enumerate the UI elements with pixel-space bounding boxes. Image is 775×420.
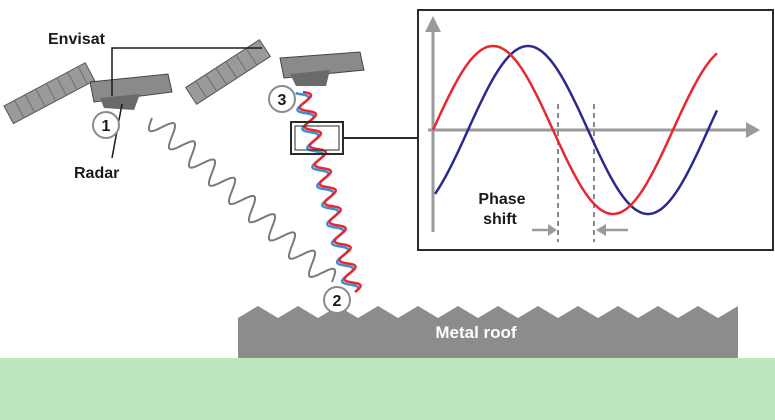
reflected-wave-blue <box>295 91 360 292</box>
phase-shift-label-line2: shift <box>483 211 517 228</box>
satellite-icon <box>3 62 173 125</box>
step-marker-1: 1 <box>92 111 120 139</box>
inset-wave-blue <box>433 44 719 216</box>
envisat-label: Envisat <box>48 31 106 48</box>
svg-text:2: 2 <box>333 293 342 310</box>
phase-shift-label-line1: Phase <box>478 191 525 208</box>
ground <box>0 358 775 420</box>
envisat-leader <box>111 47 262 96</box>
metal-roof <box>238 306 738 358</box>
step-marker-2: 2 <box>323 286 351 314</box>
emitted-radar-wave <box>147 117 337 283</box>
phase-inset: Phase shift <box>417 9 774 251</box>
reflected-wave-red <box>298 90 362 293</box>
step-marker-3: 3 <box>268 85 296 113</box>
radar-label: Radar <box>74 165 119 182</box>
satellite-icon <box>184 38 365 106</box>
svg-text:3: 3 <box>278 92 287 109</box>
inset-wave-red <box>431 44 718 216</box>
roof-label: Metal roof <box>435 323 517 342</box>
svg-text:1: 1 <box>102 118 111 135</box>
